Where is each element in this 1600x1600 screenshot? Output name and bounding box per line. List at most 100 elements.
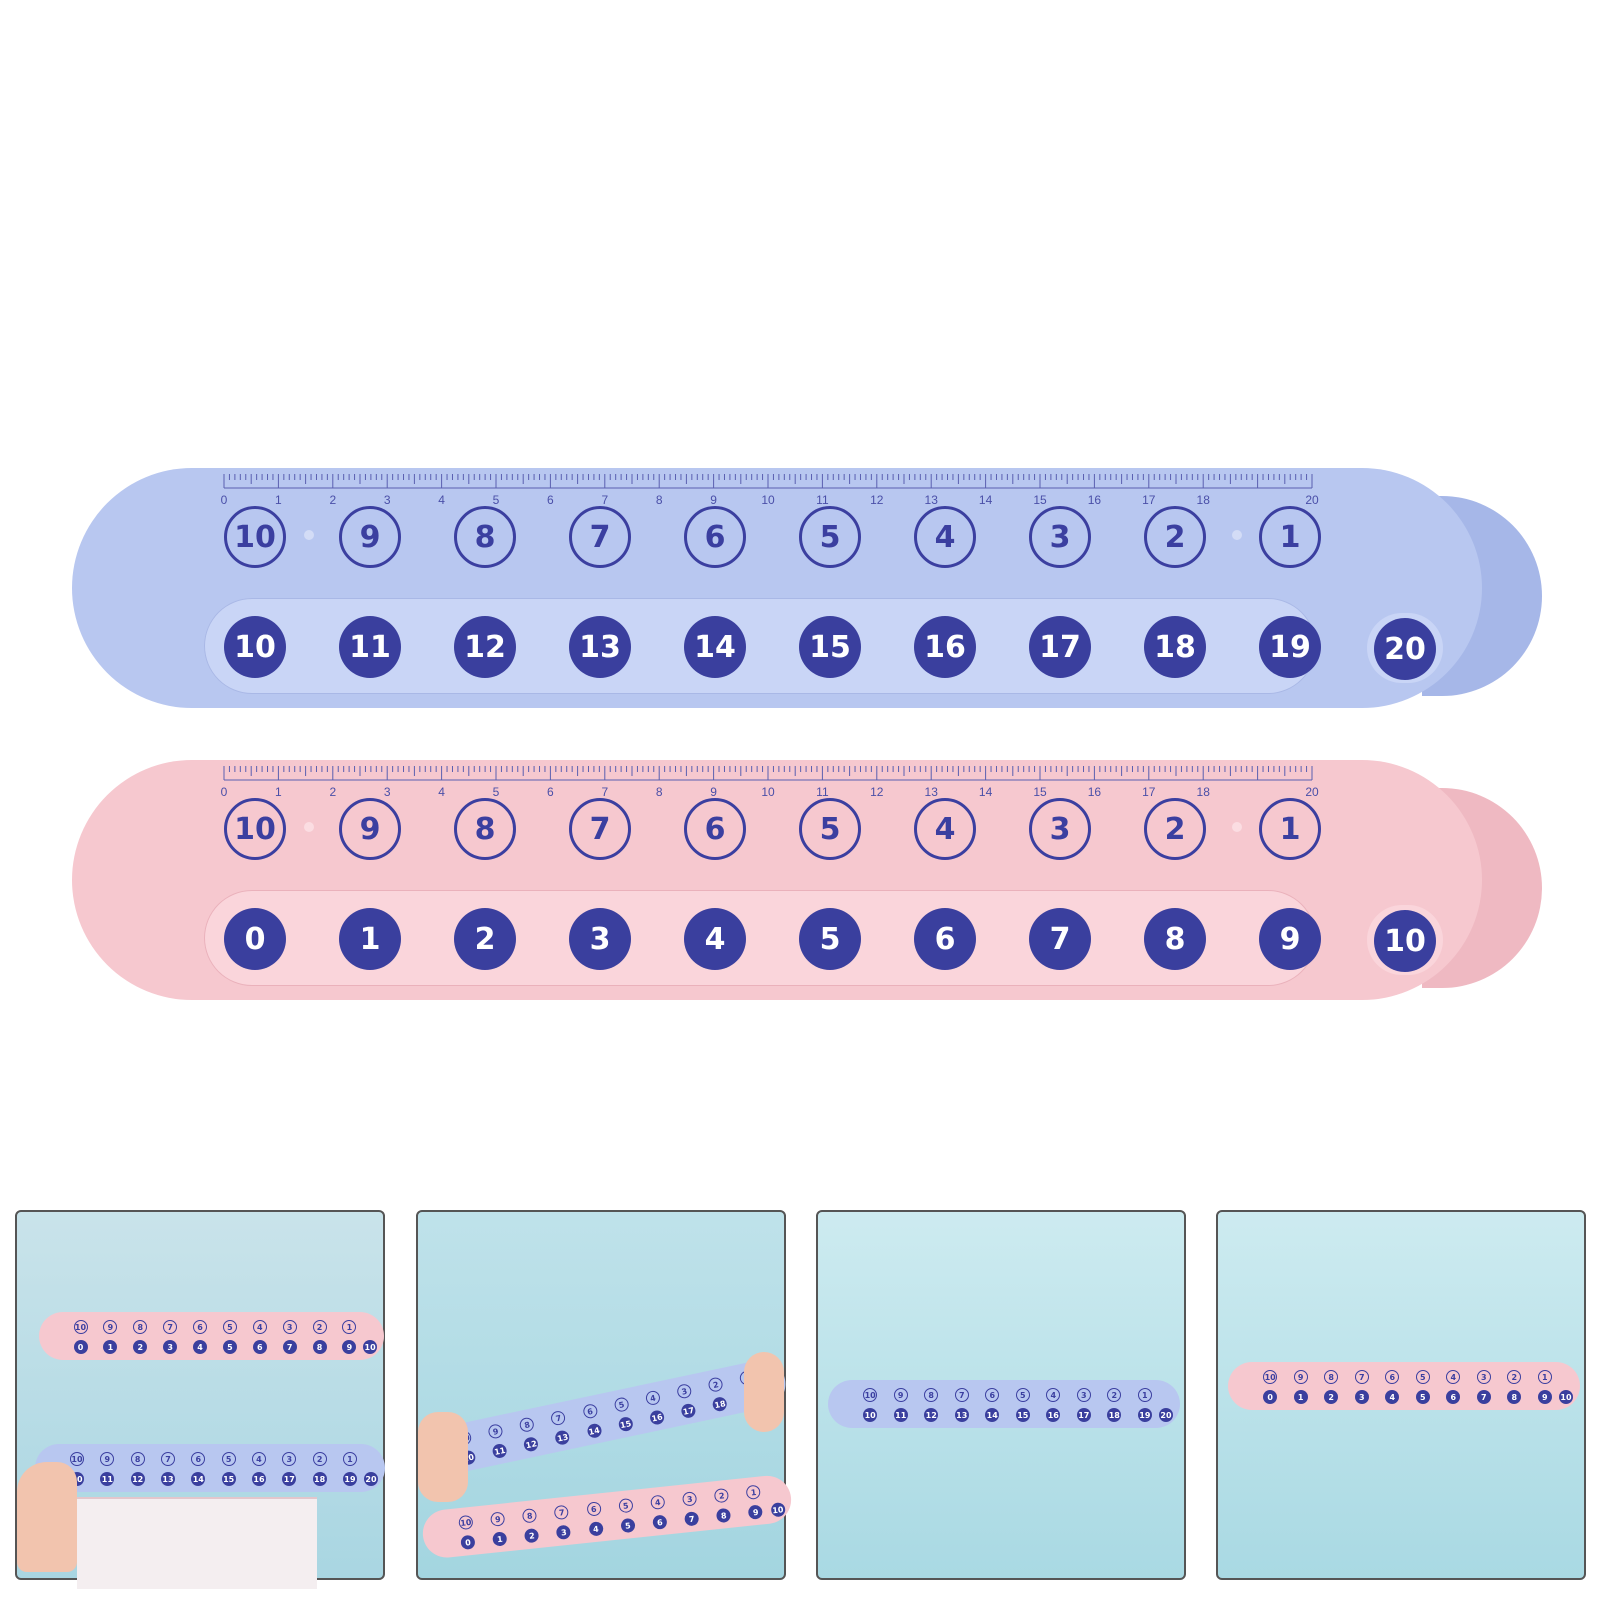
thumbnail-ruler-top-number: 5: [1015, 1388, 1030, 1402]
thumbnail-ruler-top-number: 4: [252, 1320, 267, 1334]
thumbnail-ruler-bottom-number: 2: [1324, 1390, 1339, 1404]
blue-ruler-hole-right: [1232, 530, 1242, 540]
blue-ruler-top-number: 7: [569, 506, 631, 568]
thumbnail-ruler-top-number: 1: [745, 1484, 762, 1500]
blue-ruler-top-number: 9: [339, 506, 401, 568]
thumbnail-ruler-bottom-number: 13: [160, 1472, 175, 1486]
blue-ruler-scale-label: 14: [979, 493, 993, 507]
pink-ruler-bottom-number: 0: [224, 908, 286, 970]
blue-ruler-scale-label: 11: [816, 493, 829, 507]
blue-ruler-scale-label: 12: [870, 493, 884, 507]
pink-ruler-scale-label: 14: [979, 785, 993, 799]
thumbnail-ruler-top-number: 9: [1293, 1370, 1308, 1384]
thumbnail-ruler-top-number: 6: [586, 1501, 602, 1517]
thumbnail-ruler-top-number: 9: [490, 1511, 506, 1527]
thumbnail-ruler-top-number: 6: [1385, 1370, 1400, 1384]
blue-ruler-bottom-number: 15: [799, 616, 861, 678]
pink-ruler-end-number: 10: [1374, 910, 1436, 972]
pink-ruler-top-number: 5: [799, 798, 861, 860]
thumbnail-ruler-bottom-number: 15: [221, 1472, 236, 1486]
blue-ruler-scale-label: 0: [221, 493, 228, 507]
thumbnail-ruler-bottom-number: 18: [1107, 1408, 1122, 1422]
thumbnail-ruler-bottom-number: 17: [1076, 1408, 1091, 1422]
thumbnail-ruler-top-number: 4: [1046, 1388, 1061, 1402]
blue-ruler-bottom-number: 11: [339, 616, 401, 678]
pink-ruler-top-number: 9: [339, 798, 401, 860]
thumbnail-ruler-top-number: 4: [650, 1494, 666, 1510]
thumbnail-ruler-top-number: 1: [1137, 1388, 1152, 1402]
pink-ruler-scale-label: 20: [1305, 785, 1319, 799]
thumbnail-ruler-top-number: 3: [676, 1382, 693, 1400]
blue-ruler-scale-label: 6: [547, 493, 554, 507]
thumbnail-ruler-top-number: 7: [550, 1409, 567, 1427]
thumbnail-ruler-top-number: 8: [1324, 1370, 1339, 1384]
thumbnail-ruler-top-number: 6: [985, 1388, 1000, 1402]
thumbnail-ruler-top-number: 7: [1354, 1370, 1369, 1384]
thumbnail-ruler-bottom-number: 5: [1415, 1390, 1430, 1404]
thumbnail-ruler-bottom-number: 15: [1015, 1408, 1030, 1422]
blue-ruler-scale-label: 10: [761, 493, 775, 507]
pink-ruler-top-number: 7: [569, 798, 631, 860]
thumbnail-ruler-top-number: 10: [1263, 1370, 1278, 1384]
blue-ruler-bottom-number: 18: [1144, 616, 1206, 678]
pink-ruler-bottom-number: 4: [684, 908, 746, 970]
thumbnail-ruler-top-number: 8: [924, 1388, 939, 1402]
pink-ruler-top-number: 2: [1144, 798, 1206, 860]
blue-ruler-top-number: 4: [914, 506, 976, 568]
thumbnail-ruler-top-number: 1: [1537, 1370, 1552, 1384]
pink-ruler-top-number: 3: [1029, 798, 1091, 860]
thumbnail-ruler-top-number: 2: [1107, 1388, 1122, 1402]
thumbnail-ruler-top-number: 9: [100, 1452, 115, 1466]
pink-ruler-bottom-number: 1: [339, 908, 401, 970]
thumbnail-ruler-top-number: 9: [103, 1320, 118, 1334]
thumbnail-hand: [17, 1462, 77, 1572]
thumbnail-ruler-bottom-number: 6: [1446, 1390, 1461, 1404]
blue-ruler-top-number: 6: [684, 506, 746, 568]
thumbnail-ruler-bottom-number: 13: [554, 1429, 571, 1446]
pink-ruler-scale-label: 4: [438, 785, 445, 799]
thumbnail-ruler-bottom-number: 16: [648, 1409, 666, 1426]
thumbnail-ruler-bottom-number: 0: [1263, 1390, 1278, 1404]
pink-ruler-bottom-number: 6: [914, 908, 976, 970]
pink-ruler-scale-label: 1: [275, 785, 282, 799]
blue-ruler-top-number: 2: [1144, 506, 1206, 568]
pink-ruler-top-number: 6: [684, 798, 746, 860]
thumbnail-ruler-bottom-number: 18: [312, 1472, 327, 1486]
thumbnail-ruler-top-number: 2: [1507, 1370, 1522, 1384]
pink-ruler-scale-label: 6: [547, 785, 554, 799]
blue-ruler-scale-label: 9: [710, 493, 717, 507]
thumbnail-ruler-bottom-number: 16: [1046, 1408, 1061, 1422]
thumbnail-ruler-bottom-number: 8: [716, 1507, 732, 1524]
pink-ruler-scale-label: 18: [1197, 785, 1211, 799]
pink-ruler-scale-label: 10: [761, 785, 775, 799]
thumbnail-ruler-bottom-number: 9: [748, 1504, 764, 1520]
pink-ruler-scale-label: 0: [221, 785, 228, 799]
blue-ruler-scale-label: 8: [656, 493, 663, 507]
thumbnail-ruler-top-number: 2: [312, 1452, 327, 1466]
thumbnail-ruler-bottom-number: 8: [1507, 1390, 1522, 1404]
pink-ruler-bottom-number: 7: [1029, 908, 1091, 970]
thumbnail-ruler-bottom-number: 7: [684, 1511, 700, 1527]
blue-ruler-bottom-number: 13: [569, 616, 631, 678]
blue-ruler-scale-label: 1: [275, 493, 282, 507]
blue-ruler-scale-label: 5: [493, 493, 500, 507]
thumbnail-ruler-bottom-number: 11: [893, 1408, 908, 1422]
pink-ruler-scale-label: 16: [1088, 785, 1102, 799]
thumbnail-ruler-bottom-number: 1: [103, 1340, 118, 1354]
blue-ruler-top-number: 8: [454, 506, 516, 568]
thumbnail-ruler-bottom-number: 19: [1137, 1408, 1152, 1422]
thumbnail-ruler-top-number: 1: [342, 1452, 357, 1466]
